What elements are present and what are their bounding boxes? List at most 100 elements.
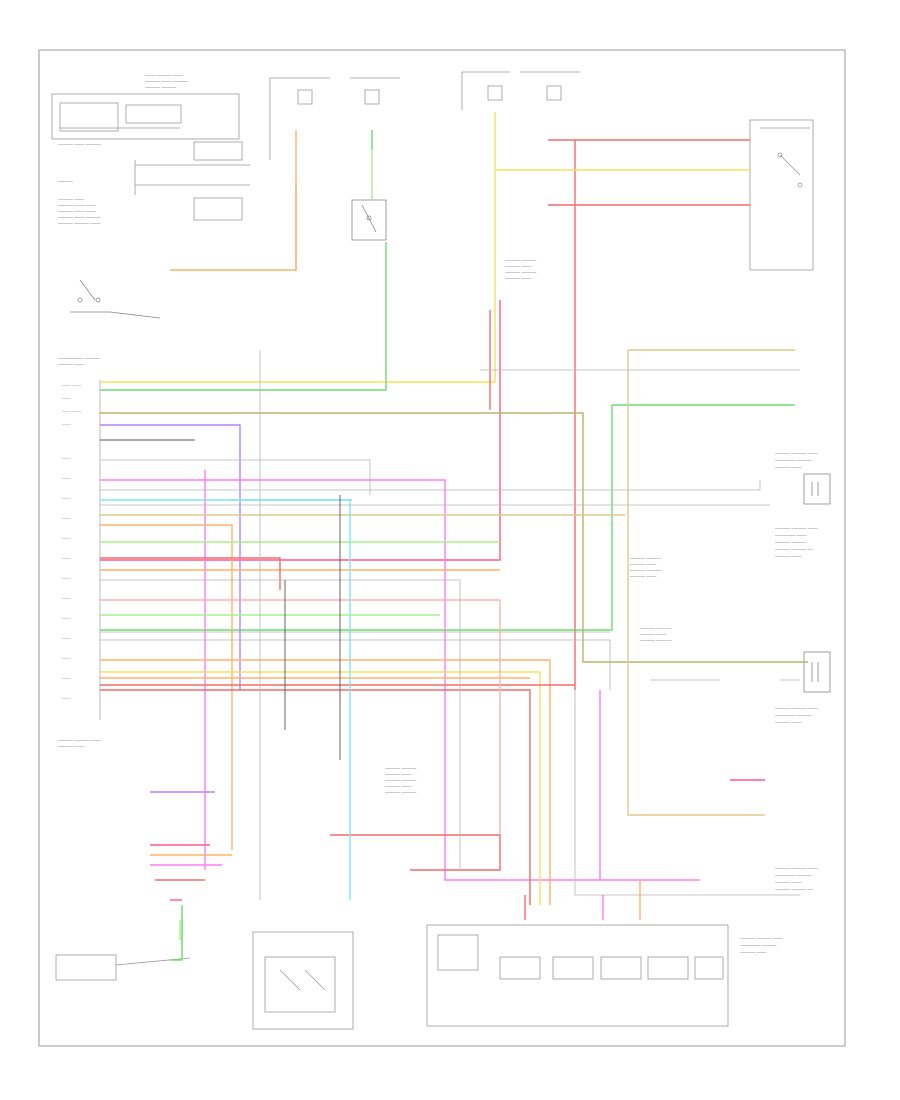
svg-text:——— ——: ——— ——: [58, 197, 84, 203]
right-upper-switch: [749, 119, 814, 271]
svg-text:——— ——— —: ——— ——— —: [775, 547, 813, 553]
svg-text:———: ———: [58, 179, 73, 185]
solenoid-body: [426, 924, 729, 1027]
svg-text:——: ——: [62, 596, 72, 601]
svg-text:——— —— ———: ——— —— ———: [145, 79, 188, 85]
transmission-control-module: ————— ——— ——— —— ——— ——— —— ——— ——: [58, 356, 101, 750]
transmission-range-sensor: [252, 931, 354, 1030]
svg-text:——: ——: [62, 516, 72, 521]
fuse-panel-left: [269, 77, 330, 160]
svg-text:———— ———: ———— ———: [775, 713, 811, 719]
svg-text:—— ——: —— ——: [62, 383, 82, 388]
top-left-labels: —— ——— —— ——— —— ——— ——— ——— ——— —— ——— …: [58, 73, 188, 227]
wires: [100, 112, 808, 961]
svg-text:——— ——: ——— ——: [385, 784, 411, 790]
svg-text:——: ——: [62, 616, 72, 621]
svg-text:————— ———: ————— ———: [58, 356, 99, 362]
wire-yellow-left: [100, 112, 496, 383]
svg-text:——— ——: ——— ——: [775, 880, 801, 886]
center-labels: ——— ——— ——— —— ——— ——— ——— —— ——— ——— ——…: [385, 258, 671, 796]
svg-text:——— —— ———: ——— —— ———: [58, 215, 101, 221]
tcm-pin-labels: —— —— —— —— —— —— —— —— —— —— —— —— —— —…: [62, 383, 82, 701]
svg-text:——: ——: [62, 476, 72, 481]
right-labels: ——— ——— —— ———— ——— ——— —— ——— ——— —— ——…: [740, 451, 818, 956]
svg-text:——: ——: [62, 496, 72, 501]
svg-text:——: ——: [62, 456, 72, 461]
instrument-cluster: [51, 93, 240, 140]
svg-text:——— ——: ——— ——: [775, 720, 801, 726]
sensor-right-middle: [803, 651, 831, 693]
svg-text:——: ——: [62, 696, 72, 701]
svg-text:——— ——— —: ——— ——— —: [775, 887, 813, 893]
svg-text:——— ——: ——— ——: [58, 744, 84, 750]
svg-text:——— ———: ——— ———: [385, 766, 416, 772]
fuse-panel-center: [350, 77, 400, 105]
fuse-panel-right-a: [461, 71, 510, 110]
svg-text:——— ———: ——— ———: [775, 540, 806, 546]
svg-text:——— ———: ——— ———: [145, 85, 176, 91]
svg-text:——— ——: ——— ——: [630, 562, 656, 568]
wire-orange-top: [170, 130, 297, 271]
splice-block-left: [134, 141, 250, 221]
wire-orange-row4: [100, 671, 541, 905]
ignition-relay: [351, 199, 387, 241]
svg-text:——— ——: ——— ——: [630, 574, 656, 580]
wire-magenta-1: [100, 479, 700, 881]
svg-text:——— ———: ——— ———: [630, 556, 661, 562]
svg-text:——— ——— ——: ——— ——— ——: [58, 738, 101, 744]
svg-text:———— ———: ———— ———: [775, 458, 811, 464]
svg-text:——— —— ——: ——— —— ——: [58, 209, 96, 215]
svg-text:——: ——: [62, 676, 72, 681]
brake-switch: [70, 279, 161, 319]
svg-text:——: ——: [62, 656, 72, 661]
svg-text:—— ——— ——: —— ——— ——: [145, 73, 183, 79]
wire-red-row2: [100, 689, 531, 905]
signal-wires: [100, 350, 800, 900]
wire-pink-row: [100, 599, 501, 835]
svg-text:——: ——: [62, 422, 72, 427]
svg-text:——— ——: ——— ——: [385, 772, 411, 778]
wire-red-row1: [100, 557, 281, 590]
svg-text:———— ——: ———— ——: [775, 533, 806, 539]
svg-text:——— ——— ——: ——— ——— ——: [58, 221, 101, 227]
svg-text:——: ——: [62, 636, 72, 641]
svg-text:——: ——: [62, 396, 72, 401]
svg-text:——— ——: ——— ——: [58, 362, 84, 368]
svg-text:——— ——: ——— ——: [775, 465, 801, 471]
svg-text:——: ——: [62, 536, 72, 541]
wire-pink-module: [100, 300, 501, 561]
svg-text:——— ———: ——— ———: [505, 270, 536, 276]
svg-text:——— ———: ——— ———: [385, 778, 416, 784]
wire-orange-row1: [100, 524, 233, 850]
wire-orange-row3: [100, 659, 551, 905]
svg-text:—— ——: —— ——: [62, 409, 82, 414]
svg-text:——— ———: ——— ———: [640, 638, 671, 644]
wire-violet: [100, 424, 241, 690]
svg-text:——— ——: ——— ——: [775, 554, 801, 560]
wire-green-bottom: [170, 905, 183, 961]
svg-text:——— ——— ——: ——— ——— ——: [740, 936, 783, 942]
svg-text:——— ——— ——: ——— ——— ——: [775, 706, 818, 712]
svg-text:——— ——: ——— ——: [740, 950, 766, 956]
svg-text:——: ——: [62, 556, 72, 561]
sensor-right-upper: [803, 473, 831, 505]
svg-text:——— ———: ——— ———: [630, 568, 661, 574]
wire-green-relay: [100, 130, 387, 391]
fuse-panel-right-b: [520, 71, 580, 101]
svg-text:——: ——: [62, 576, 72, 581]
svg-text:——— ——— ——: ——— ——— ——: [775, 526, 818, 532]
svg-text:——— —— ———: ——— —— ———: [58, 142, 101, 148]
wire-olive-1: [100, 412, 808, 663]
svg-text:——— —— ——: ——— —— ——: [58, 203, 96, 209]
svg-text:——— ——: ——— ——: [505, 276, 531, 282]
svg-text:——— ——: ——— ——: [640, 632, 666, 638]
wire-red-bottom: [330, 834, 501, 871]
svg-text:———— ———: ———— ———: [775, 873, 811, 879]
wire-green-right: [100, 404, 795, 631]
svg-text:——— ———: ——— ———: [505, 258, 536, 264]
svg-text:——— ——: ——— ——: [505, 264, 531, 270]
black-wires: [100, 439, 341, 760]
svg-text:——— ———: ——— ———: [640, 626, 671, 632]
data-link-connector: [55, 954, 191, 981]
